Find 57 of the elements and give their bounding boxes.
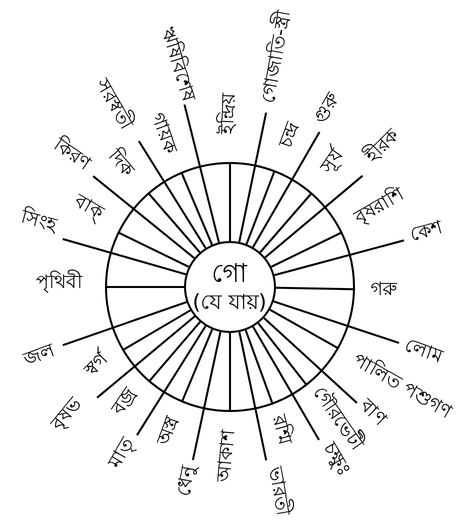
- spoke-line: [184, 104, 220, 243]
- spoke-label: জল: [20, 339, 58, 371]
- spoke-line: [148, 321, 201, 383]
- spoke-line: [92, 175, 195, 259]
- spoke-line: [259, 192, 313, 253]
- spoke-line: [258, 322, 308, 386]
- spoke-label: চন্দ্র: [274, 120, 304, 150]
- spoke-label: পৃথিবী: [36, 271, 82, 293]
- spoke-line: [252, 326, 320, 440]
- spoke-line: [192, 332, 222, 460]
- spoke-label: অস্ত্র: [152, 414, 184, 448]
- spoke-label: স্বর্গ: [80, 348, 112, 382]
- spoke-label: বাণ: [355, 394, 391, 430]
- spoke-label: ইন্দ্রিয়: [216, 93, 240, 135]
- spoke-label: বজ্র: [106, 383, 142, 419]
- spoke-label: ভারতী: [264, 464, 294, 518]
- spoke-label: মাতৃ: [104, 434, 138, 472]
- spoke-line: [229, 333, 231, 412]
- spoke-line: [274, 239, 404, 276]
- spoke-line: [238, 332, 268, 460]
- spoke-line: [62, 301, 187, 346]
- spoke-label: লোম: [402, 334, 446, 368]
- spoke-line: [105, 286, 184, 288]
- spoke-line: [238, 112, 268, 242]
- spoke-label: ধেনু: [172, 464, 200, 498]
- spoke-label: ঋষিবিশেষ: [156, 24, 200, 104]
- spoke-label: রশ্মি: [268, 412, 296, 448]
- spoke-label: কেশ: [408, 216, 444, 246]
- spoke-line: [180, 172, 213, 246]
- spoke-line: [273, 300, 400, 344]
- spoke-line: [263, 317, 358, 404]
- spoke-label: বাক্: [70, 190, 108, 224]
- spoke-line: [270, 308, 340, 350]
- spoke-label: সিংহ: [18, 206, 60, 236]
- spoke-label: গরু: [370, 278, 398, 300]
- spoke-line: [229, 162, 231, 241]
- spoke-label: সূর্য: [316, 144, 348, 178]
- spoke-line: [147, 192, 201, 253]
- spoke-line: [138, 140, 206, 249]
- spoke-label: গায়ক: [146, 110, 182, 156]
- spoke-line: [246, 170, 276, 244]
- spoke-line: [270, 231, 343, 268]
- spoke-line: [136, 325, 206, 436]
- spoke-label: দিক: [104, 145, 138, 181]
- spoke-label: গোজাতি-স্ত্রী: [257, 9, 295, 105]
- spoke-label: গুরু: [309, 88, 345, 128]
- center-gloss: (যে যায়): [192, 288, 267, 314]
- spoke-label: আকাশ: [212, 429, 240, 483]
- spoke-line: [122, 309, 191, 352]
- spoke-line: [117, 231, 190, 268]
- spoke-line: [180, 329, 214, 403]
- spoke-line: [276, 286, 356, 290]
- center-word: গো: [212, 258, 248, 288]
- spoke-line: [96, 316, 196, 398]
- spoke-line: [264, 175, 364, 258]
- spoke-line: [252, 132, 320, 248]
- spoke-line: [244, 330, 274, 405]
